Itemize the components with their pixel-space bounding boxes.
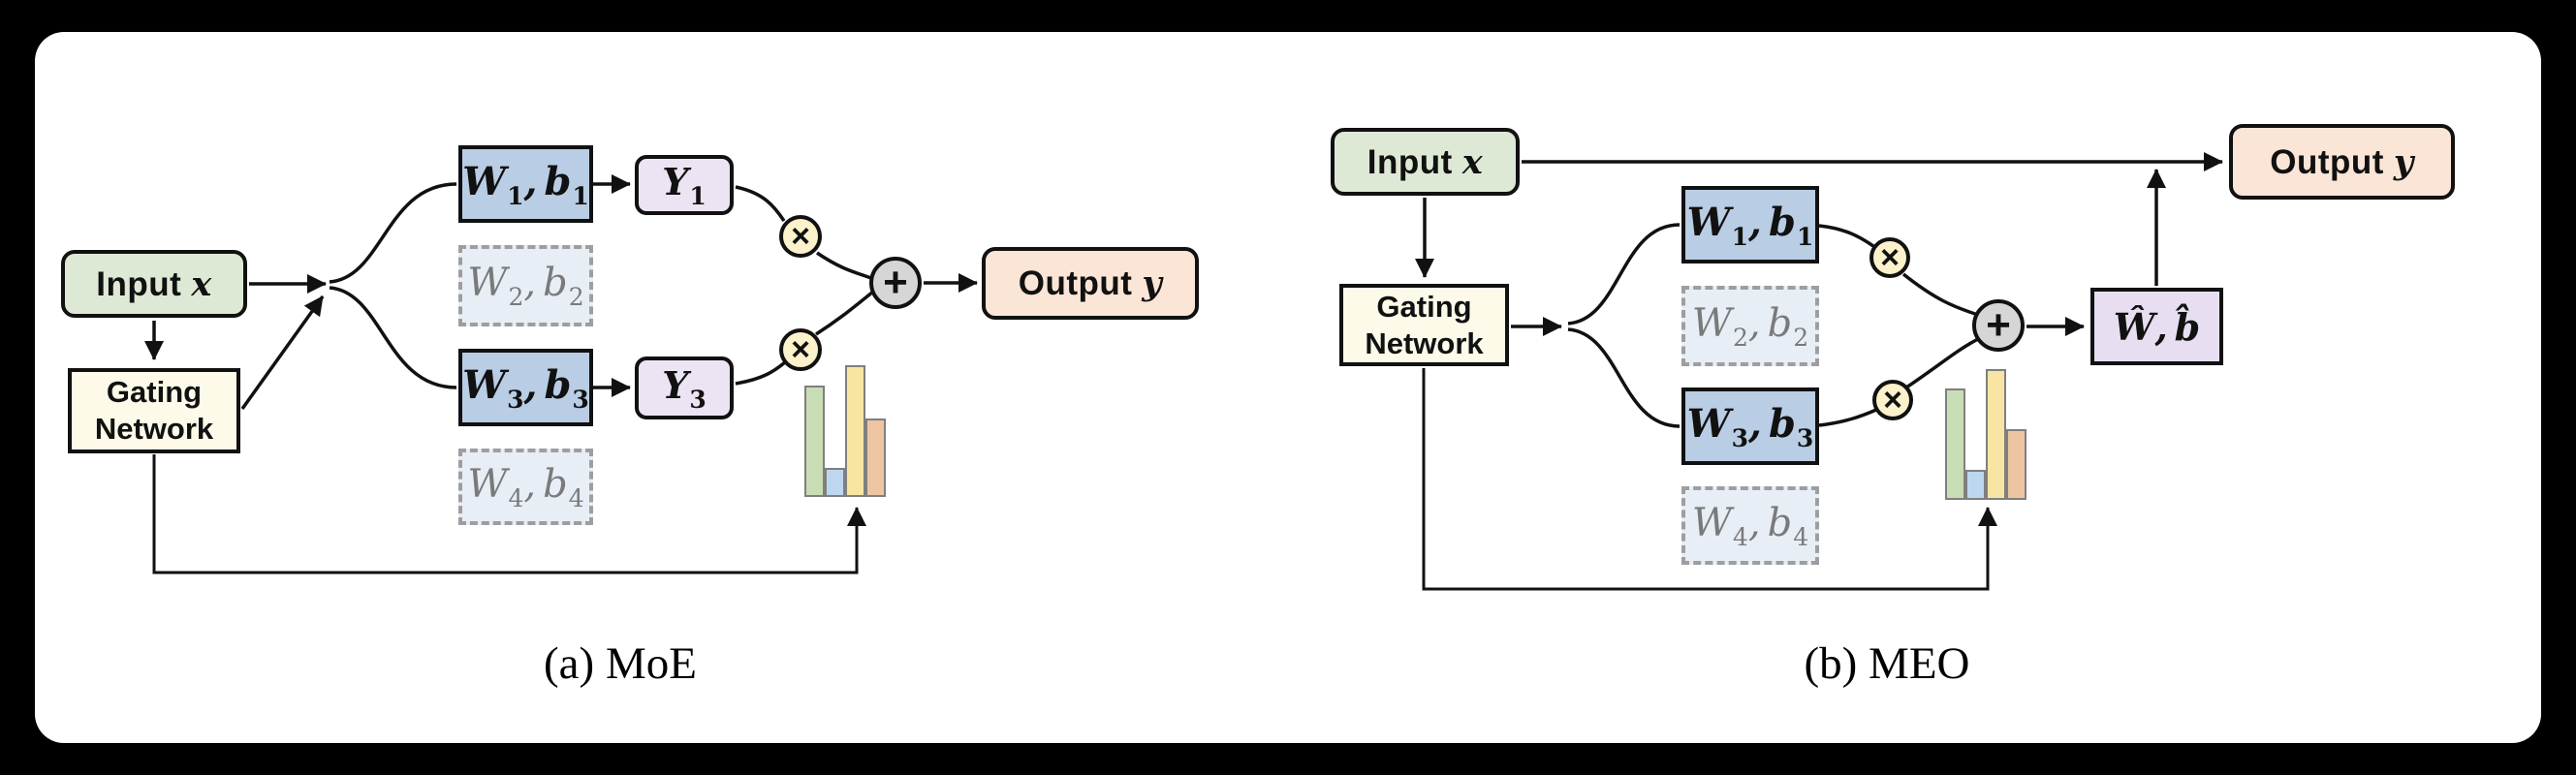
meo-merged-label: Ŵ,b̂ (2113, 304, 2201, 349)
meo-gate-bar-expert1 (1945, 388, 1965, 500)
meo-expert1-box: W1,b1 (1681, 186, 1819, 264)
moe-plus-icon: + (869, 257, 922, 309)
moe-expert1-box: W1,b1 (458, 145, 593, 223)
moe-gate-bar-expert3 (845, 365, 865, 497)
meo-gate-weights-chart (1945, 369, 2026, 500)
moe-expert1-output-box: Y1 (635, 155, 734, 215)
moe-expert2-label: W2,b2 (467, 261, 584, 311)
moe-gate-weights-chart (804, 365, 886, 497)
meo-output-math-y: y (2393, 141, 2414, 182)
meo-expert1-label: W1,b1 (1686, 199, 1814, 251)
meo-plus-icon: + (1972, 299, 2025, 352)
meo-expert2-label: W2,b2 (1691, 300, 1809, 352)
meo-gating-label: Gating Network (1365, 289, 1484, 360)
meo-multiply1-icon: × (1869, 237, 1910, 278)
moe-gating-label: Gating Network (94, 375, 214, 446)
meo-gate-bar-expert4 (2006, 429, 2026, 500)
moe-multiply1-icon: × (779, 215, 822, 258)
moe-y1-label: Y1 (662, 160, 707, 210)
meo-caption: (b) MEO (1804, 638, 1970, 689)
moe-expert3-box: W3,b3 (458, 349, 593, 426)
meo-input-math-x: x (1461, 141, 1484, 182)
moe-expert4-label: W4,b4 (467, 461, 584, 512)
moe-expert3-label: W3,b3 (462, 361, 589, 414)
meo-expert4-box: W4,b4 (1681, 486, 1819, 565)
moe-expert1-label: W1,b1 (462, 158, 589, 210)
moe-caption: (a) MoE (544, 638, 697, 689)
moe-gate-bar-expert1 (804, 386, 825, 497)
moe-input-math-x: x (191, 264, 212, 304)
moe-gate-bar-expert4 (865, 418, 886, 497)
meo-multiply2-icon: × (1872, 380, 1913, 420)
moe-gating-network-box: Gating Network (68, 368, 240, 453)
figure-panel (35, 32, 2541, 743)
meo-expert4-label: W4,b4 (1691, 500, 1809, 551)
moe-expert2-box: W2,b2 (458, 245, 593, 326)
moe-multiply2-icon: × (779, 328, 822, 371)
meo-expert2-box: W2,b2 (1681, 286, 1819, 366)
meo-merged-expert-box: Ŵ,b̂ (2090, 288, 2223, 365)
moe-expert3-output-box: Y3 (635, 356, 734, 419)
meo-gate-bar-expert2 (1965, 470, 1986, 500)
moe-output-math-y: y (1142, 264, 1163, 303)
meo-gating-network-box: Gating Network (1339, 284, 1509, 366)
moe-gate-bar-expert2 (825, 468, 845, 497)
meo-expert3-label: W3,b3 (1686, 400, 1814, 452)
meo-expert3-box: W3,b3 (1681, 388, 1819, 465)
moe-expert4-box: W4,b4 (458, 449, 593, 525)
meo-gate-bar-expert3 (1986, 369, 2006, 500)
moe-y3-label: Y3 (662, 362, 707, 414)
